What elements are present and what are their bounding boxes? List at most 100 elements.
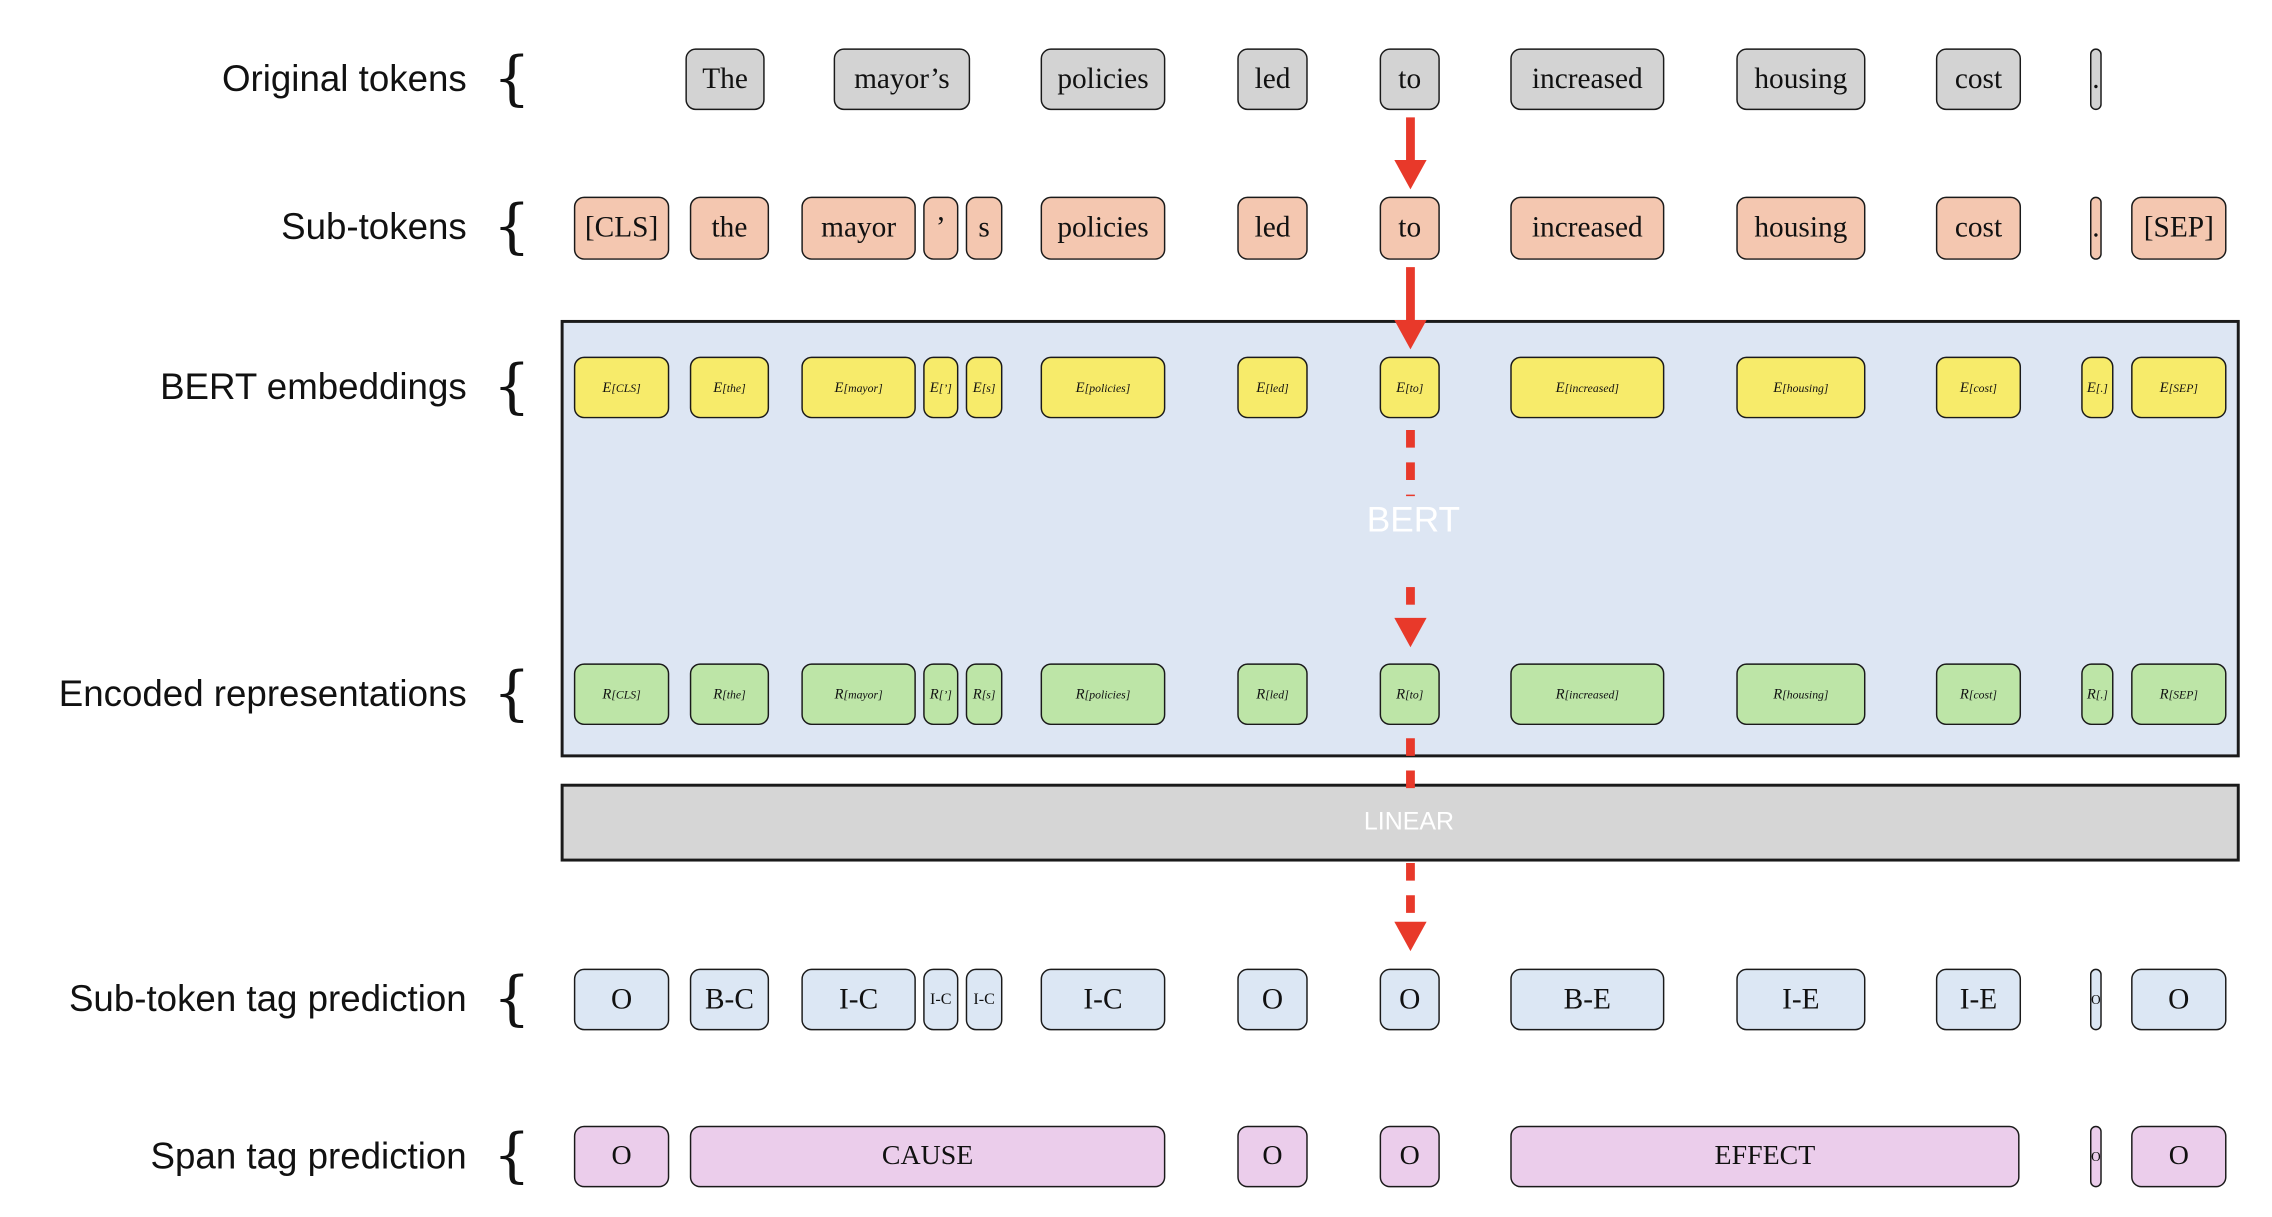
row-label-sub-token-tag-prediction: Sub-token tag prediction <box>68 978 467 1021</box>
original-token: to <box>1379 48 1440 111</box>
representation-token-subscript: [.] <box>2095 687 2108 701</box>
sub-token-tag: I-C <box>801 968 916 1031</box>
representation-token: R[cost] <box>1935 663 2022 726</box>
representation-token-symbol: R <box>713 686 723 703</box>
sub-token-tag: O <box>1379 968 1440 1031</box>
row-label-bert-embeddings: BERT embeddings <box>160 366 467 409</box>
representation-token-subscript: [policies] <box>1084 687 1131 701</box>
representation-token-symbol: R <box>929 686 939 703</box>
representation-token-subscript: [’] <box>938 687 952 701</box>
sub-token: ’ <box>923 196 959 260</box>
original-token: housing <box>1736 48 1866 111</box>
sub-token: the <box>689 196 770 260</box>
brace-bert-embeddings: { <box>493 353 531 422</box>
embedding-token: E[CLS] <box>573 356 670 419</box>
embedding-token-symbol: E <box>1773 379 1783 396</box>
embedding-token: E[increased] <box>1510 356 1665 419</box>
embedding-token-subscript: [to] <box>1405 380 1424 395</box>
sub-token-tag: B-E <box>1510 968 1665 1031</box>
representation-token-subscript: [cost] <box>1968 687 1997 701</box>
brace-sub-token-tag-prediction: { <box>493 965 531 1034</box>
representation-token-subscript: [increased] <box>1564 687 1619 701</box>
arrow-bert-to-representation-head <box>1394 617 1427 648</box>
sub-token: . <box>2090 196 2102 260</box>
embedding-token: E[.] <box>2081 356 2114 419</box>
sub-token: [CLS] <box>573 196 670 260</box>
sub-token: cost <box>1935 196 2022 260</box>
representation-token: R[CLS] <box>573 663 670 726</box>
span-tag: O <box>573 1125 670 1188</box>
representation-token-subscript: [led] <box>1265 687 1289 701</box>
brace-encoded-representations: { <box>493 660 531 728</box>
embedding-token-symbol: E <box>2086 379 2096 396</box>
representation-token-subscript: [mayor] <box>843 687 883 701</box>
representation-token-subscript: [to] <box>1405 687 1424 701</box>
row-label-original-tokens: Original tokens <box>221 58 467 100</box>
original-token: . <box>2090 48 2102 111</box>
representation-token-subscript: [the] <box>722 687 746 701</box>
embedding-token: E[led] <box>1237 356 1308 419</box>
sub-token-tag: O <box>1237 968 1308 1031</box>
original-token: policies <box>1040 48 1166 111</box>
representation-token-symbol: R <box>972 686 982 703</box>
representation-token: R[mayor] <box>801 663 916 726</box>
embedding-token-symbol: E <box>1396 379 1406 396</box>
representation-token-symbol: R <box>1959 686 1969 703</box>
sub-token: mayor <box>801 196 916 260</box>
embedding-token-subscript: [mayor] <box>843 380 883 395</box>
representation-token-symbol: R <box>1396 686 1406 703</box>
embedding-token: E[housing] <box>1736 356 1866 419</box>
representation-token: R[to] <box>1379 663 1440 726</box>
linear-layer-block <box>560 783 2240 862</box>
span-tag: CAUSE <box>689 1125 1166 1188</box>
span-tag: O <box>2131 1125 2227 1188</box>
embedding-token: E[mayor] <box>801 356 916 419</box>
embedding-token: E[s] <box>965 356 1003 419</box>
embedding-token-subscript: [cost] <box>1968 380 1997 395</box>
representation-token: R[increased] <box>1510 663 1665 726</box>
embedding-token-symbol: E <box>1075 379 1085 396</box>
sub-token: increased <box>1510 196 1665 260</box>
embedding-token-symbol: E <box>713 379 723 396</box>
sub-token: led <box>1237 196 1308 260</box>
original-token: led <box>1237 48 1308 111</box>
representation-token-symbol: R <box>1256 686 1266 703</box>
representation-token-subscript: [housing] <box>1782 687 1829 701</box>
original-token: increased <box>1510 48 1665 111</box>
embedding-token: E[the] <box>689 356 770 419</box>
representation-token: R[s] <box>965 663 1003 726</box>
original-token: The <box>685 48 765 111</box>
sub-token: to <box>1379 196 1440 260</box>
representation-token: R[SEP] <box>2131 663 2227 726</box>
embedding-token-symbol: E <box>2159 379 2169 396</box>
embedding-token-subscript: [s] <box>981 380 996 395</box>
sub-token-tag: I-C <box>1040 968 1166 1031</box>
embedding-token-symbol: E <box>1256 379 1266 396</box>
embedding-token-symbol: E <box>602 379 612 396</box>
representation-token: R[’] <box>923 663 959 726</box>
sub-token-tag: O <box>2131 968 2227 1031</box>
sub-token-tag: I-E <box>1935 968 2022 1031</box>
embedding-token: E[policies] <box>1040 356 1166 419</box>
original-token: mayor’s <box>833 48 971 111</box>
representation-token-symbol: R <box>1773 686 1783 703</box>
sub-token-tag: O <box>2090 968 2102 1031</box>
sub-token: s <box>965 196 1003 260</box>
brace-original-tokens: { <box>493 45 531 114</box>
embedding-token-symbol: E <box>834 379 844 396</box>
representation-token-symbol: R <box>834 686 844 703</box>
sub-token: policies <box>1040 196 1166 260</box>
sub-token: [SEP] <box>2131 196 2227 260</box>
representation-token: R[housing] <box>1736 663 1866 726</box>
span-tag: O <box>2090 1125 2102 1188</box>
representation-token-symbol: R <box>602 686 612 703</box>
sub-token-tag: I-C <box>923 968 959 1031</box>
embedding-token: E[cost] <box>1935 356 2022 419</box>
arrow-sub-to-embedding-head <box>1394 319 1427 350</box>
arrow-linear-to-tag-head <box>1394 921 1427 952</box>
representation-token: R[.] <box>2081 663 2114 726</box>
row-label-sub-tokens: Sub-tokens <box>281 206 467 249</box>
arrow-original-to-sub-head <box>1394 159 1427 190</box>
embedding-token-subscript: [housing] <box>1782 380 1829 395</box>
